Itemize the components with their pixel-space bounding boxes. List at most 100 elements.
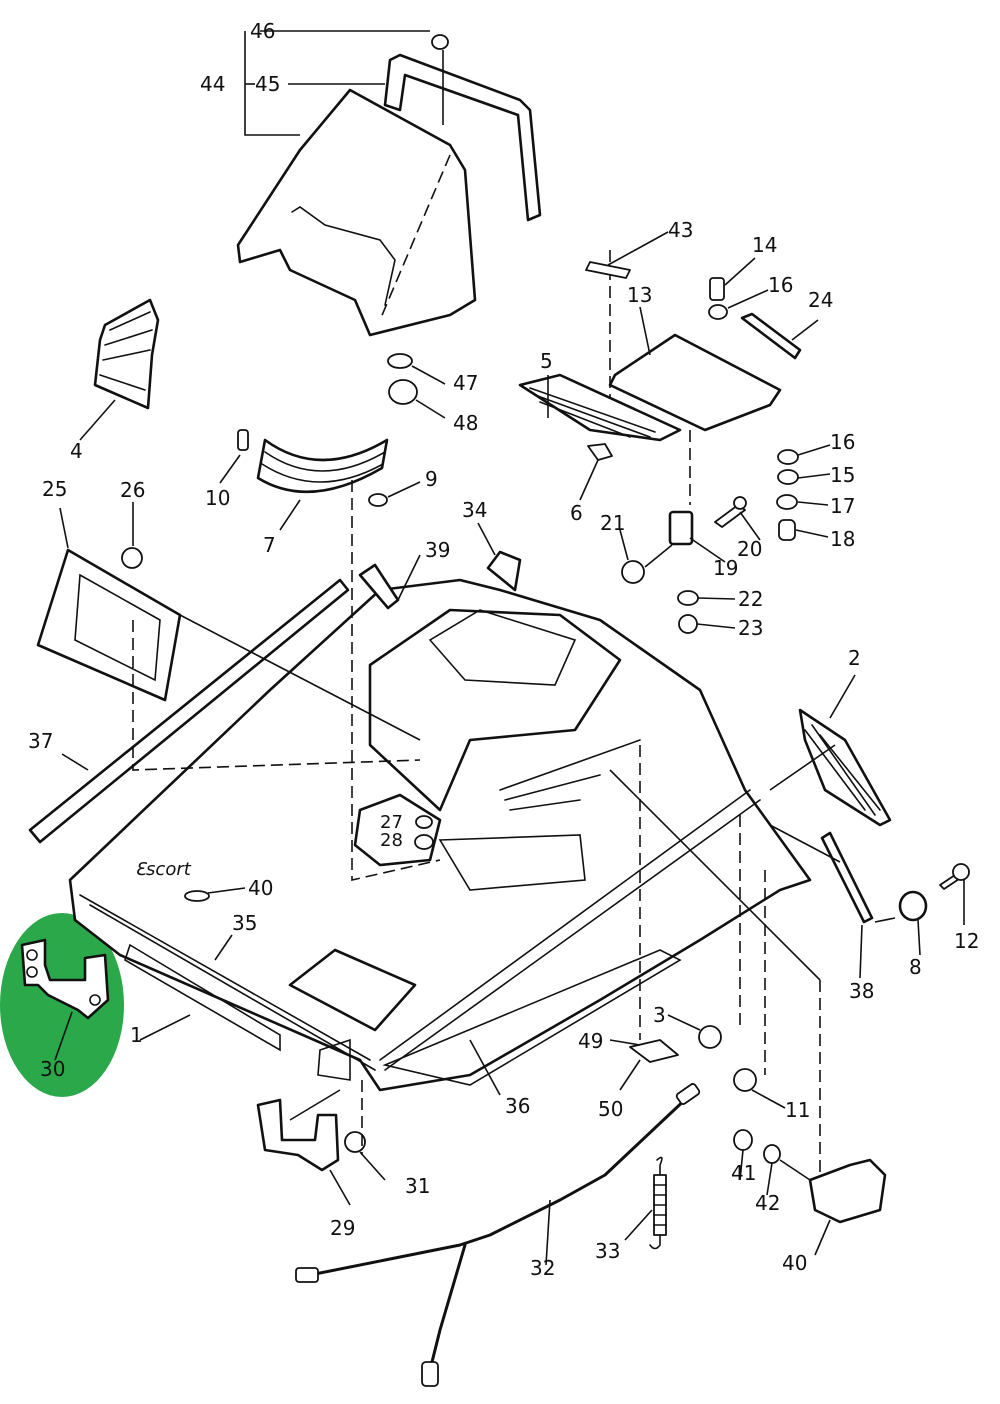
clip-6[interactable] bbox=[587, 443, 613, 461]
windshield-trim[interactable] bbox=[383, 53, 542, 222]
label-50: 50 bbox=[598, 1097, 623, 1121]
nut-11[interactable] bbox=[733, 1068, 757, 1092]
emblem-40a[interactable] bbox=[184, 890, 210, 902]
emblem-40b[interactable] bbox=[808, 1158, 887, 1224]
clip-9[interactable] bbox=[368, 493, 388, 507]
nut-31[interactable] bbox=[344, 1131, 366, 1153]
label-49: 49 bbox=[578, 1029, 603, 1053]
grommet-27[interactable] bbox=[415, 815, 433, 829]
seal-34[interactable] bbox=[486, 550, 522, 592]
nut-3[interactable] bbox=[698, 1025, 722, 1049]
grommet-41[interactable] bbox=[733, 1129, 753, 1151]
washer-42[interactable] bbox=[763, 1144, 781, 1164]
label-16a: 16 bbox=[768, 273, 793, 297]
label-14: 14 bbox=[752, 233, 777, 257]
label-15: 15 bbox=[830, 463, 855, 487]
label-40b: 40 bbox=[782, 1251, 807, 1275]
label-21: 21 bbox=[600, 511, 625, 535]
label-28: 28 bbox=[380, 830, 403, 851]
label-13: 13 bbox=[627, 283, 652, 307]
label-40a: 40 bbox=[248, 876, 273, 900]
label-18: 18 bbox=[830, 527, 855, 551]
bushing-8[interactable] bbox=[898, 890, 928, 922]
label-25: 25 bbox=[42, 477, 67, 501]
spring-33[interactable] bbox=[649, 1156, 667, 1250]
label-19: 19 bbox=[713, 556, 738, 580]
fastener-10[interactable] bbox=[237, 429, 249, 451]
label-46: 46 bbox=[250, 19, 275, 43]
nut-23[interactable] bbox=[678, 614, 698, 634]
hood-1[interactable] bbox=[68, 578, 812, 1092]
washer-22[interactable] bbox=[677, 590, 699, 606]
windshield[interactable] bbox=[236, 88, 477, 337]
label-45: 45 bbox=[255, 72, 280, 96]
hinge-30[interactable] bbox=[20, 938, 110, 1020]
trim-strip-38[interactable] bbox=[820, 831, 874, 924]
label-6: 6 bbox=[570, 501, 583, 525]
label-2: 2 bbox=[848, 646, 861, 670]
label-48: 48 bbox=[453, 411, 478, 435]
label-47: 47 bbox=[453, 371, 478, 395]
label-8: 8 bbox=[909, 955, 922, 979]
label-44: 44 bbox=[200, 72, 225, 96]
washer-17[interactable] bbox=[776, 494, 798, 510]
nut-26[interactable] bbox=[121, 547, 143, 569]
grille-panel-5[interactable] bbox=[518, 373, 682, 442]
washer-16b[interactable] bbox=[777, 449, 799, 465]
hood-emblem-script: Ɛscort bbox=[135, 859, 192, 880]
washer-47[interactable] bbox=[387, 353, 413, 369]
label-16b: 16 bbox=[830, 430, 855, 454]
nut-18[interactable] bbox=[778, 519, 796, 541]
headlight-bezel-25[interactable] bbox=[36, 548, 182, 702]
nut-21[interactable] bbox=[621, 560, 645, 584]
side-vent-4[interactable] bbox=[93, 298, 160, 410]
label-1: 1 bbox=[130, 1023, 143, 1047]
label-39: 39 bbox=[425, 538, 450, 562]
label-26: 26 bbox=[120, 478, 145, 502]
hinge-19[interactable] bbox=[668, 510, 694, 546]
screw-12[interactable] bbox=[939, 863, 970, 890]
label-34: 34 bbox=[462, 498, 487, 522]
label-23: 23 bbox=[738, 616, 763, 640]
trim-strip-37[interactable] bbox=[28, 578, 350, 844]
label-22: 22 bbox=[738, 587, 763, 611]
label-5: 5 bbox=[540, 349, 553, 373]
label-9: 9 bbox=[425, 467, 438, 491]
label-20: 20 bbox=[737, 537, 762, 561]
label-32: 32 bbox=[530, 1256, 555, 1280]
label-49[interactable] bbox=[629, 1039, 679, 1063]
label-29: 29 bbox=[330, 1216, 355, 1240]
label-7: 7 bbox=[263, 533, 276, 557]
grommet-48[interactable] bbox=[388, 379, 418, 405]
washer-16a[interactable] bbox=[708, 304, 728, 320]
lid-13[interactable] bbox=[608, 333, 782, 432]
label-12: 12 bbox=[954, 929, 979, 953]
label-4: 4 bbox=[70, 439, 83, 463]
label-35: 35 bbox=[232, 911, 257, 935]
label-30: 30 bbox=[40, 1057, 65, 1081]
label-41: 41 bbox=[731, 1161, 756, 1185]
label-42: 42 bbox=[755, 1191, 780, 1215]
knob-14[interactable] bbox=[709, 277, 725, 301]
washer-15[interactable] bbox=[777, 469, 799, 485]
label-11: 11 bbox=[785, 1098, 810, 1122]
strip-24[interactable] bbox=[740, 312, 802, 360]
label-17: 17 bbox=[830, 494, 855, 518]
label-3: 3 bbox=[653, 1003, 666, 1027]
hinge-29[interactable] bbox=[256, 1098, 340, 1172]
label-38: 38 bbox=[849, 979, 874, 1003]
cable-32[interactable] bbox=[295, 1083, 701, 1387]
clip-46[interactable] bbox=[431, 34, 449, 50]
label-31: 31 bbox=[405, 1174, 430, 1198]
label-43: 43 bbox=[668, 218, 693, 242]
label-43[interactable] bbox=[585, 261, 631, 279]
bolt-20[interactable] bbox=[714, 496, 747, 528]
side-grille-2[interactable] bbox=[798, 708, 892, 827]
label-33: 33 bbox=[595, 1239, 620, 1263]
grommet-28[interactable] bbox=[414, 834, 434, 850]
label-36: 36 bbox=[505, 1094, 530, 1118]
label-10: 10 bbox=[205, 486, 230, 510]
label-24: 24 bbox=[808, 288, 833, 312]
curved-grille-7[interactable] bbox=[256, 438, 389, 494]
